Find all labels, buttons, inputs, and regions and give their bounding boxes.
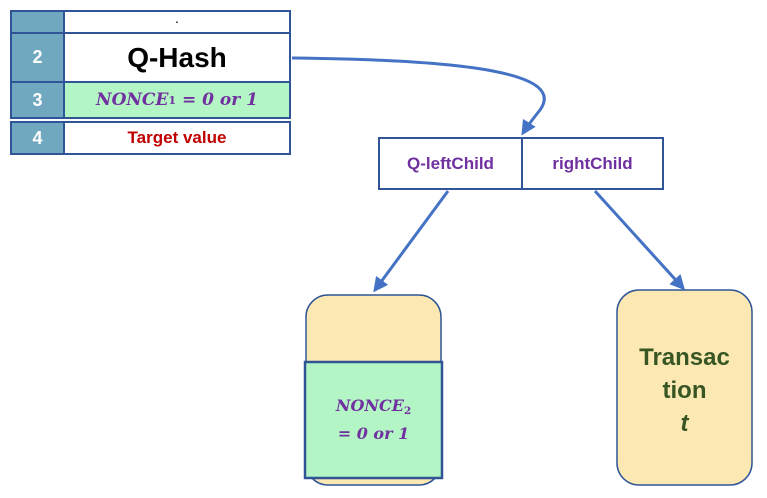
nonce1-rest: = 0 or 1 [176, 90, 258, 110]
target-value-label: Target value [65, 121, 291, 155]
nonce2-sub: 2 [403, 405, 412, 418]
left-leaf-nonce-box [303, 360, 444, 480]
nonce2-line-1: NONCE2 [336, 395, 411, 422]
right-leaf-box [616, 289, 753, 486]
nonce1-main: NONCE [96, 90, 169, 110]
hash-to-node-arrow [291, 56, 546, 136]
row-number-4: 4 [10, 121, 65, 155]
transaction-line-3: t [680, 409, 689, 437]
q-left-child-cell: Q-leftChild [378, 137, 523, 190]
transaction-line-1: Transac [639, 343, 730, 371]
nonce2-text: NONCE2 = 0 or 1 [305, 395, 442, 445]
row-content-1: . [65, 10, 291, 32]
right-child-cell: rightChild [521, 137, 664, 190]
transaction-text: Transac tion t [617, 335, 752, 445]
nonce2-line-2: = 0 or 1 [337, 423, 410, 443]
nonce2-main: NONCE [335, 396, 404, 416]
right-child-arrow [593, 189, 686, 291]
q-hash-label: Q-Hash [65, 32, 291, 83]
left-child-arrow [373, 190, 450, 293]
transaction-line-2: tion [662, 376, 707, 404]
row-number-1 [10, 10, 65, 32]
row-number-3: 3 [10, 83, 65, 119]
nonce1-sub: 1 [168, 93, 177, 107]
row-number-2: 2 [10, 32, 65, 83]
